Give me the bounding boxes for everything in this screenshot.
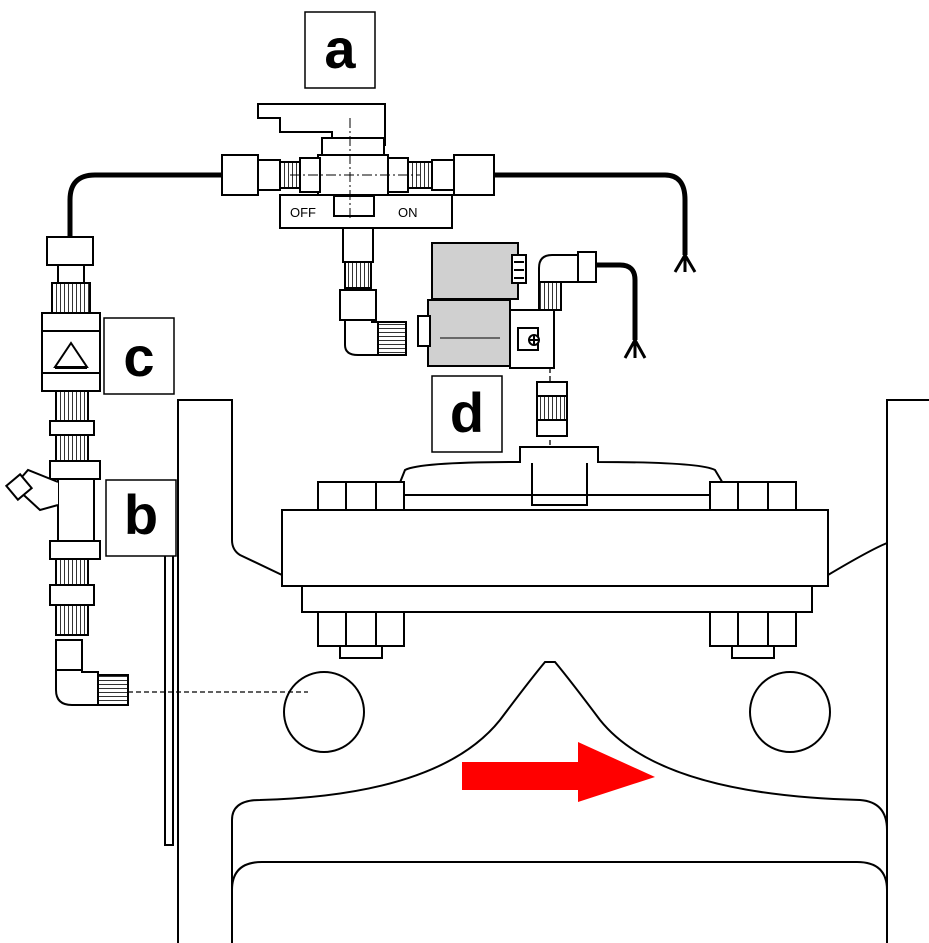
label-c-box: c xyxy=(103,317,175,395)
label-b-box: b xyxy=(105,479,177,557)
left-flange xyxy=(177,399,283,943)
cover-plate xyxy=(281,509,829,587)
valve-handle xyxy=(257,103,386,146)
valve-on-label: ON xyxy=(398,205,418,220)
bottom-elbow-fitting xyxy=(55,639,129,706)
label-d-box: d xyxy=(431,375,503,453)
bottom-nut-left xyxy=(317,611,405,659)
label-a-box: a xyxy=(304,11,376,89)
solenoid-valve xyxy=(417,242,647,445)
y-strainer xyxy=(4,460,101,560)
ball-valve xyxy=(221,103,697,356)
arrow-right-icon xyxy=(462,742,655,802)
label-d: d xyxy=(450,381,484,444)
main-valve-body xyxy=(164,399,929,943)
check-valve xyxy=(41,312,101,392)
body-shell xyxy=(231,661,888,831)
top-bolt-right xyxy=(709,481,797,513)
label-c: c xyxy=(123,325,154,388)
port-right xyxy=(749,671,831,753)
left-thin-plate xyxy=(164,554,174,846)
pilot-line-left xyxy=(4,172,222,706)
top-bolt-left xyxy=(317,481,405,513)
right-flange xyxy=(886,399,929,943)
valve-off-label: OFF xyxy=(290,205,316,220)
bonnet-top xyxy=(393,446,732,496)
label-b: b xyxy=(124,483,158,546)
label-a: a xyxy=(324,17,356,80)
bottom-nut-right xyxy=(709,611,797,659)
body-inner-curve xyxy=(231,861,888,891)
port-left xyxy=(283,671,365,753)
body-flange xyxy=(301,585,813,613)
